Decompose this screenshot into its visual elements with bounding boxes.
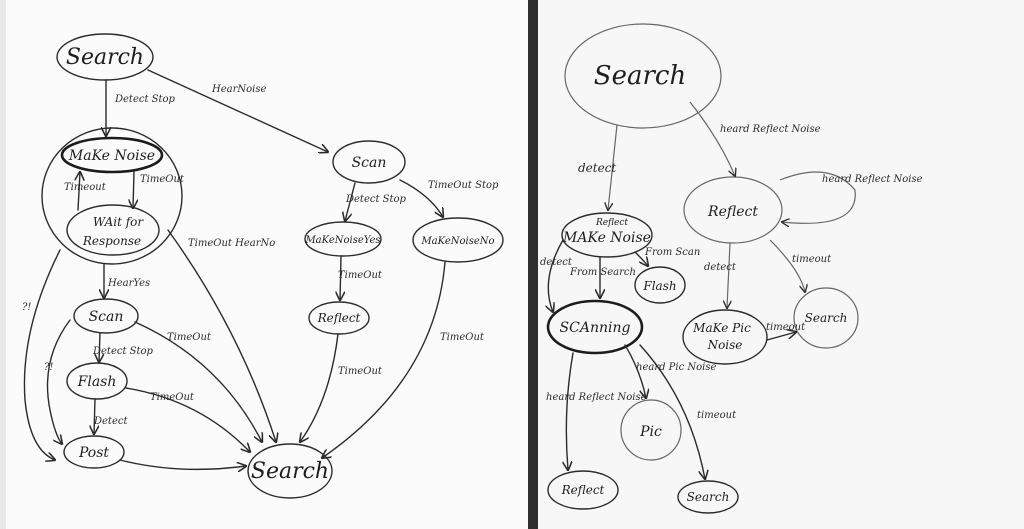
right-node-search-top: Search <box>564 23 722 129</box>
right-node-search-right: Search <box>793 287 859 349</box>
right-edge-heard-reflect-noise-loop: heard Reflect Noise <box>822 174 923 185</box>
right-edge-timeout-reflect: timeout <box>792 254 832 265</box>
left-edges <box>23 69 446 469</box>
right-node-scanning: SCAnning <box>546 299 644 355</box>
left-node-search-bottom: Search <box>247 443 333 499</box>
right-make-noise-sub: Reflect <box>595 218 628 228</box>
left-scan-right-label: Scan <box>352 155 387 171</box>
right-node-make-pic-noise: MaKe Pic Noise <box>682 309 768 365</box>
left-edge-detect-stop-scan: Detect Stop <box>92 346 154 357</box>
left-post-label: Post <box>78 445 109 461</box>
left-edge-question-mid: ?! <box>44 362 53 373</box>
right-scanning-label: SCAnning <box>560 320 631 336</box>
right-edge-from-scan: From Scan <box>644 247 700 258</box>
right-pic-label: Pic <box>639 424 662 440</box>
right-reflect-bottom-label: Reflect <box>561 483 605 497</box>
right-edge-timeout-scan: timeout <box>697 410 737 421</box>
left-flash-label: Flash <box>77 374 117 390</box>
left-edge-timeout-stop: TimeOut Stop <box>428 180 499 191</box>
right-edge-heard-pic-noise: heard Pic Noise <box>636 362 716 373</box>
left-edge-hear-noise: HearNoise <box>211 84 266 95</box>
left-make-noise-label: MaKe Noise <box>68 148 155 164</box>
left-board <box>0 0 528 529</box>
left-search-bottom-label: Search <box>251 459 329 484</box>
left-make-noise-no-label: MaKeNoiseNo <box>420 236 494 247</box>
left-board-edge <box>0 0 6 529</box>
left-edge-detect-stop: Detect Stop <box>114 94 176 105</box>
left-edge-timeout-yes: TimeOut <box>338 270 383 281</box>
left-edge-timeout-reflect: TimeOut <box>338 366 383 377</box>
left-edge-detect-flash: Detect <box>93 416 128 427</box>
left-edge-timeout-hearno: TimeOut HearNo <box>188 238 275 249</box>
right-reflect-label: Reflect <box>707 204 758 220</box>
left-edge-timeout-flash: TimeOut <box>150 392 195 403</box>
left-edge-hear-yes: HearYes <box>107 278 150 289</box>
right-make-pic-noise-line1: MaKe Pic <box>692 321 751 335</box>
left-edge-timeout-left: Timeout <box>64 182 107 193</box>
left-scan-mid-label: Scan <box>89 309 124 325</box>
left-node-reflect: Reflect <box>308 301 370 335</box>
right-search-top-label: Search <box>594 61 686 91</box>
right-node-make-noise: Reflect MAKe Noise <box>561 212 653 258</box>
left-wait-line2: Response <box>82 234 141 248</box>
right-edge-timeout-pic: timeout <box>766 322 806 333</box>
left-edge-detect-stop-right: Detect Stop <box>345 194 407 205</box>
right-search-right-label: Search <box>805 311 848 325</box>
left-edge-timeout-no: TimeOut <box>440 332 485 343</box>
right-make-pic-noise-line2: Noise <box>707 338 743 352</box>
left-edge-timeout-right: TimeOut <box>140 174 185 185</box>
right-node-pic: Pic <box>620 399 682 461</box>
left-node-scan-right: Scan <box>332 140 406 184</box>
right-edge-heard-reflect-noise-scan: heard Reflect Noise <box>546 392 647 403</box>
right-board <box>538 0 1024 529</box>
right-edge-detect-reflect: detect <box>704 262 737 273</box>
left-search-top-label: Search <box>66 45 144 70</box>
left-edge-question-left: ?! <box>22 302 31 313</box>
board-gap <box>528 0 538 529</box>
right-search-bottom-label: Search <box>687 490 730 504</box>
right-node-flash: Flash <box>634 266 686 304</box>
left-edge-timeout-scan: TimeOut <box>167 332 212 343</box>
left-reflect-label: Reflect <box>317 311 361 325</box>
right-flash-label: Flash <box>642 279 676 293</box>
left-node-search-top: Search <box>56 33 154 81</box>
right-edges <box>548 101 856 479</box>
right-node-reflect-bottom: Reflect <box>547 470 619 510</box>
left-node-make-noise-no: MaKeNoiseNo <box>412 217 504 263</box>
right-edge-detect-left: detect <box>540 257 573 268</box>
right-edge-detect: detect <box>578 161 616 175</box>
left-make-noise-yes-label: MaKeNoiseYes <box>304 235 380 246</box>
left-node-post: Post <box>63 435 125 469</box>
left-group-makenoise-wait: MaKe Noise WAit for Response <box>41 127 183 265</box>
left-node-scan-mid: Scan <box>73 298 139 334</box>
right-edge-from-search: From Search <box>569 267 636 278</box>
right-make-noise-label: MAKe Noise <box>562 230 651 246</box>
left-wait-line1: WAit for <box>93 215 145 229</box>
right-node-search-bottom: Search <box>677 480 739 514</box>
right-edge-heard-reflect-noise: heard Reflect Noise <box>720 124 821 135</box>
